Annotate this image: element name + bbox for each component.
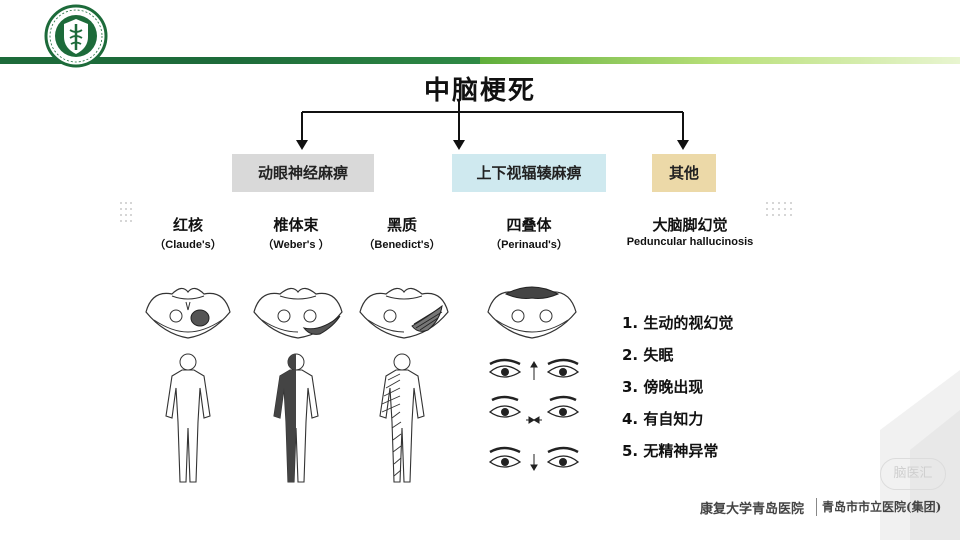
symptom-item: 5. 无精神异常 [622, 442, 719, 460]
symptom-item: 3. 傍晚出现 [622, 378, 704, 396]
midbrain-section-perinaud [487, 286, 577, 339]
header-bar [0, 57, 960, 64]
category-other: 其他 [652, 154, 716, 192]
syndrome-name: 椎体束 [273, 216, 319, 234]
eye-gaze-diagram [488, 358, 580, 471]
header-bar-mid [230, 57, 480, 64]
decorative-dots-left [120, 202, 132, 222]
syndrome-name: 四叠体 [506, 216, 552, 234]
watermark: 脑医汇 [880, 458, 946, 490]
syndrome-name: 黑质 [386, 216, 417, 234]
footer-university: 康复大学青岛医院 [700, 502, 805, 517]
footer: 康复大学青岛医院 青岛市市立医院(集团) [700, 496, 950, 520]
header-bar-light [480, 57, 960, 64]
header-bar-dark [0, 57, 230, 64]
symptom-item: 1. 生动的视幻觉 [622, 314, 734, 332]
midbrain-section-weber [253, 287, 343, 339]
body-figure-claude [165, 353, 211, 483]
decorative-dots-right [766, 202, 792, 216]
syndrome-name: 大脑脚幻觉 [652, 216, 728, 234]
category-oculomotor: 动眼神经麻痹 [232, 154, 374, 192]
midbrain-section-claude [145, 287, 231, 339]
syndrome-sub: Peduncular hallucinosis [626, 236, 754, 248]
syndrome-name: 红核 [172, 216, 203, 234]
syndrome-sub: （Weber's ） [262, 239, 330, 251]
footer-divider [816, 498, 817, 516]
slide-title: 中脑梗死 [423, 76, 536, 106]
symptom-item: 2. 失眠 [622, 346, 674, 364]
symptom-item: 4. 有自知力 [622, 410, 704, 428]
hospital-logo [44, 4, 108, 68]
syndrome-sub: （Perinaud's） [490, 239, 568, 251]
syndrome-sub: （Claude's） [154, 239, 222, 251]
body-figure-benedict [379, 353, 425, 483]
footer-hospital: 青岛市市立医院(集团) [822, 500, 942, 514]
connector-arrows [296, 100, 689, 150]
category-vertical-gaze: 上下视辐辏麻痹 [452, 154, 606, 192]
syndrome-sub: （Benedict's） [363, 239, 441, 251]
body-figure-weber [273, 353, 319, 483]
midbrain-section-benedict [359, 287, 449, 339]
